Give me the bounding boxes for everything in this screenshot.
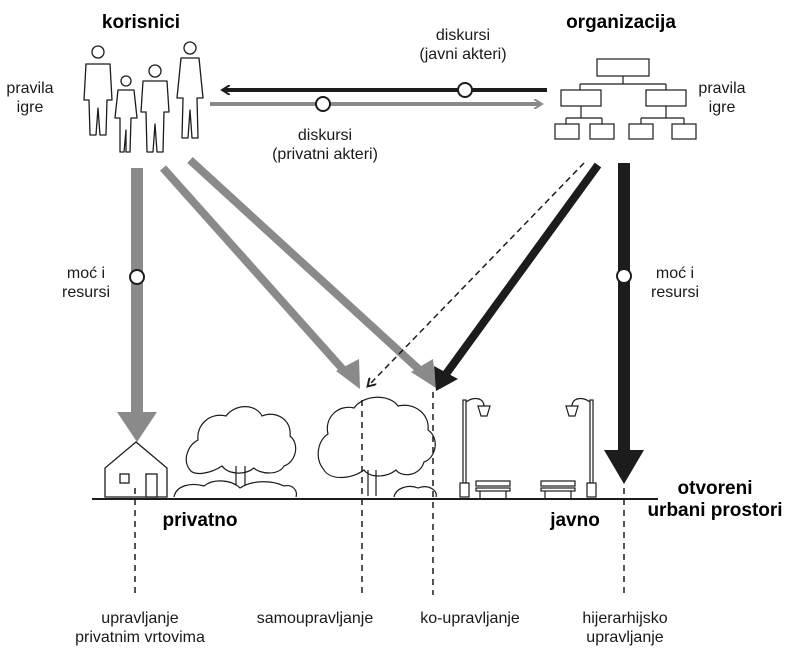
organization-label: organizacija [566,12,676,33]
users-to-self-governance-arrow [160,165,360,389]
private-space-label: privatno [162,510,238,531]
self-governance-label: samoupravljanje [256,610,374,627]
public-discourse-node [457,82,473,98]
organization-power-arrow [604,163,644,484]
organization-to-self-governance-dashed-arrow [369,162,585,385]
public-space-label: javno [550,510,600,531]
org-chart-icon [554,58,697,140]
co-governance-label: ko-upravljanje [420,610,520,627]
bench-icon [475,480,511,498]
bench-icon [540,480,576,498]
people-group-icon [83,41,204,153]
users-label: korisnici [101,12,181,33]
private-discourse-label: diskursi(privatni akteri) [272,127,378,163]
private-discourse-node [315,96,331,112]
tree-icon [317,396,437,498]
street-lamp-icon [565,397,597,498]
street-lamp-icon [459,397,491,498]
users-power-arrow [117,168,157,442]
house-icon [104,441,168,498]
tree-icon [173,406,297,498]
organization-to-co-governance-arrow [434,162,602,391]
public-discourse-label: diskursi(javni akteri) [419,27,507,63]
governance-dividers [134,392,625,595]
users-to-co-governance-arrow [187,157,436,388]
